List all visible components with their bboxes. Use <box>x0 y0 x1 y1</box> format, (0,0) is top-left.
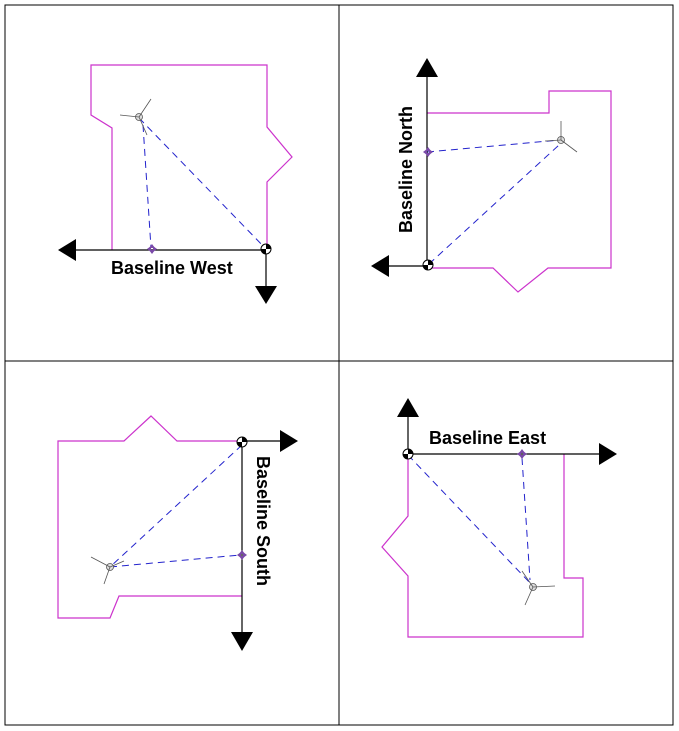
survey-station-icon <box>402 448 414 460</box>
site-boundary <box>57 415 242 619</box>
arrow-icon <box>255 286 277 304</box>
site-boundary <box>427 90 612 293</box>
baseline-label: Baseline South <box>253 456 273 586</box>
arrow-icon <box>371 255 389 277</box>
site-boundary <box>90 64 293 250</box>
sightline <box>426 139 561 153</box>
panel-baseline-west: Baseline West <box>58 64 293 304</box>
site-boundary <box>381 454 584 638</box>
sightline <box>109 554 241 568</box>
sightline <box>109 444 243 568</box>
sightline <box>428 144 560 265</box>
baseline-label: Baseline North <box>396 106 416 233</box>
arrow-icon <box>397 398 419 417</box>
baseline-label: Baseline West <box>111 258 233 278</box>
sightline <box>138 117 267 250</box>
arrow-icon <box>231 632 253 651</box>
panel-baseline-south: Baseline South <box>57 415 298 651</box>
control-point-icon <box>517 449 527 459</box>
panel-baseline-east: Baseline East <box>381 398 617 638</box>
control-point-icon <box>147 244 157 254</box>
arrow-icon <box>599 443 617 465</box>
wind-turbine-icon <box>544 121 578 153</box>
survey-station-icon <box>236 436 248 448</box>
sightline <box>407 454 533 586</box>
arrow-icon <box>280 430 298 452</box>
survey-station-icon <box>260 243 272 255</box>
survey-station-icon <box>422 259 434 271</box>
panel-baseline-north: Baseline North <box>371 58 612 293</box>
wind-turbine-icon <box>119 98 152 136</box>
sightline <box>142 124 152 249</box>
control-point-icon <box>237 550 247 560</box>
arrow-icon <box>416 58 438 77</box>
sightline <box>521 457 531 581</box>
arrow-icon <box>58 239 76 261</box>
baseline-label: Baseline East <box>429 428 546 448</box>
wind-turbine-icon <box>90 556 125 585</box>
control-point-icon <box>423 147 433 157</box>
wind-turbine-icon <box>521 570 556 606</box>
